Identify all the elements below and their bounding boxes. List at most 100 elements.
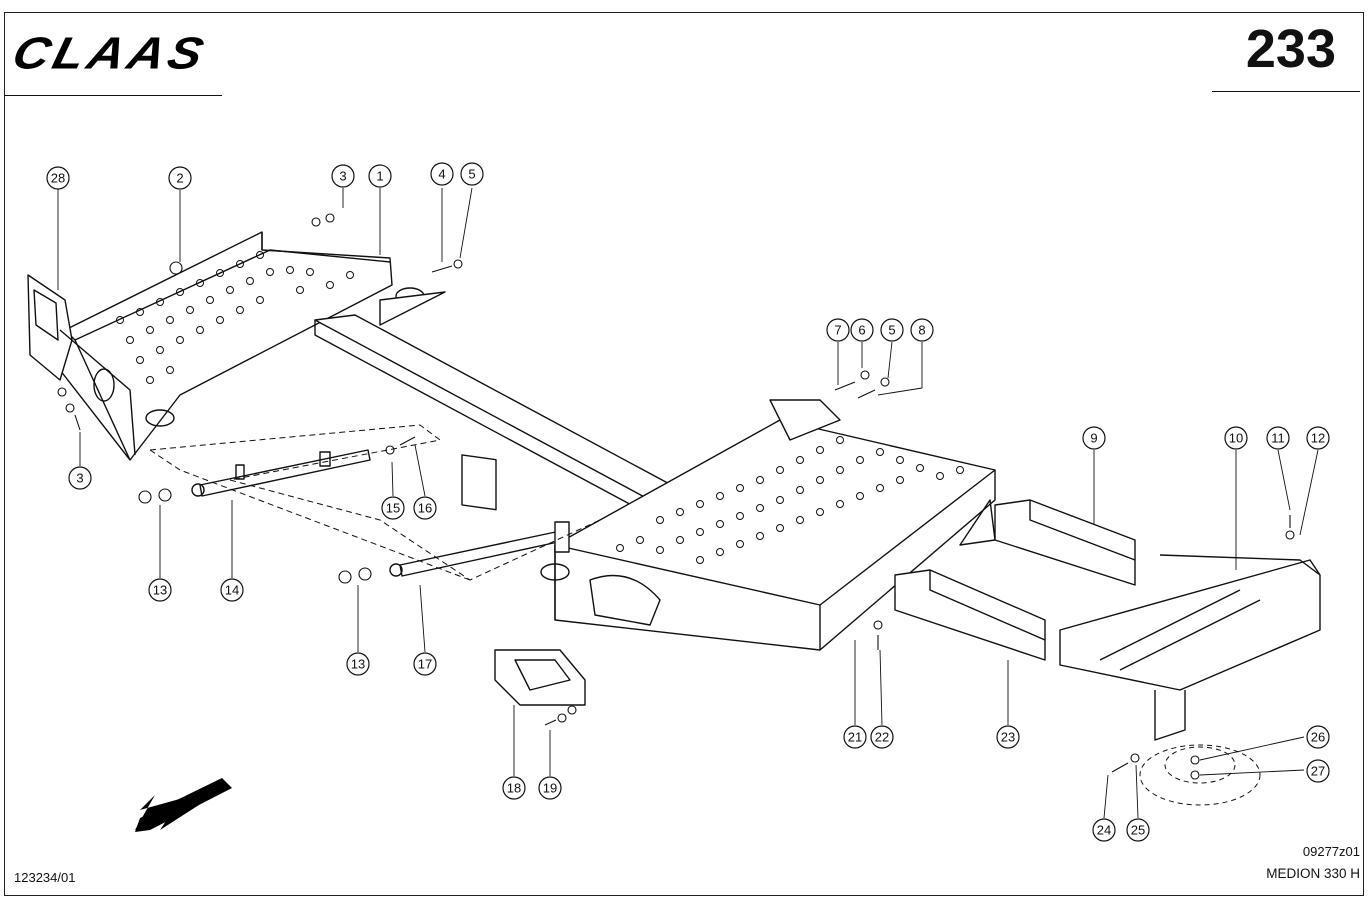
callout-label: 5: [888, 323, 895, 338]
drawing-frame: [4, 12, 1364, 896]
callout-15: 15: [381, 496, 405, 520]
callout-label: 27: [1311, 764, 1325, 779]
callout-circle: [1092, 818, 1116, 842]
callout-5: 5: [460, 162, 484, 186]
callout-label: 9: [1090, 431, 1097, 446]
model-name: MEDION 330 H: [1266, 866, 1360, 881]
callout-label: 3: [76, 471, 83, 486]
logo-underline: [4, 95, 222, 96]
callout-circle: [413, 496, 437, 520]
callout-label: 8: [918, 323, 925, 338]
callout-label: 13: [153, 583, 167, 598]
callout-circle: [910, 318, 934, 342]
callout-label: 28: [51, 171, 65, 186]
drawing-reference: 123234/01: [14, 870, 76, 885]
callout-26: 26: [1306, 725, 1330, 749]
callout-circle: [381, 496, 405, 520]
callout-circle: [826, 318, 850, 342]
callout-circle: [368, 164, 392, 188]
callout-17: 17: [413, 652, 437, 676]
callout-5: 5: [880, 318, 904, 342]
hidden-outline: [149, 424, 601, 581]
callout-11: 11: [1266, 426, 1290, 450]
callout-1: 1: [368, 164, 392, 188]
callout-label: 6: [858, 323, 865, 338]
callout-label: 15: [386, 501, 400, 516]
callout-circle: [1306, 725, 1330, 749]
frame-drawing: [27, 187, 1321, 819]
callout-circle: [1126, 818, 1150, 842]
callout-12: 12: [1306, 426, 1330, 450]
callout-label: 26: [1311, 730, 1325, 745]
callout-label: 2: [176, 171, 183, 186]
callout-label: 11: [1271, 431, 1285, 446]
callout-circle: [996, 725, 1020, 749]
callout-circle: [502, 776, 526, 800]
callout-25: 25: [1126, 818, 1150, 842]
callout-28: 28: [46, 166, 70, 190]
callout-label: 18: [507, 781, 521, 796]
callout-label: 7: [834, 323, 841, 338]
callout-circle: [346, 652, 370, 676]
callout-8: 8: [910, 318, 934, 342]
callout-circle: [168, 166, 192, 190]
callout-23: 23: [996, 725, 1020, 749]
callout-label: 5: [468, 167, 475, 182]
callout-14: 14: [220, 578, 244, 602]
callout-circle: [460, 162, 484, 186]
callout-label: 10: [1229, 431, 1243, 446]
callout-22: 22: [870, 725, 894, 749]
crossmember-upper: [994, 499, 1136, 586]
callout-18: 18: [502, 776, 526, 800]
figure-code: 09277z01: [1302, 844, 1360, 859]
callout-circle: [430, 162, 454, 186]
callout-circle: [68, 466, 92, 490]
callout-circle: [46, 166, 70, 190]
callout-circle: [1306, 759, 1330, 783]
callout-circle: [1224, 426, 1248, 450]
center-beam: [314, 314, 691, 516]
callout-label: 14: [225, 583, 239, 598]
right-plate-holes: [616, 436, 964, 564]
callout-2: 2: [168, 166, 192, 190]
callout-label: 25: [1131, 823, 1145, 838]
callout-label: 22: [875, 730, 889, 745]
tie-rod-upper: [191, 449, 371, 497]
callout-24: 24: [1092, 818, 1116, 842]
turntable-outline: [1139, 744, 1261, 806]
callout-circle: [870, 725, 894, 749]
callout-circle: [331, 164, 355, 188]
callout-7: 7: [826, 318, 850, 342]
callout-13: 13: [148, 578, 172, 602]
callout-circle: [850, 318, 874, 342]
callout-label: 1: [376, 169, 383, 184]
fasteners: [57, 213, 1295, 780]
callout-label: 19: [543, 781, 557, 796]
right-frame-plate: [540, 399, 996, 651]
callout-label: 12: [1311, 431, 1325, 446]
page-number: 233: [1245, 19, 1336, 79]
callout-circle: [148, 578, 172, 602]
bracket-plate: [494, 649, 586, 706]
direction-arrow-icon: [135, 778, 232, 832]
callout-16: 16: [413, 496, 437, 520]
page-number-underline: [1212, 91, 1360, 92]
callout-circle: [220, 578, 244, 602]
callout-label: 16: [418, 501, 432, 516]
rear-frame: [1059, 554, 1321, 741]
callout-label: 24: [1097, 823, 1111, 838]
callout-label: 17: [418, 657, 432, 672]
callout-6: 6: [850, 318, 874, 342]
callout-label: 4: [438, 167, 445, 182]
callout-27: 27: [1306, 759, 1330, 783]
callout-21: 21: [843, 725, 867, 749]
crossmember-lower: [894, 569, 1046, 661]
callout-10: 10: [1224, 426, 1248, 450]
callout-9: 9: [1082, 426, 1106, 450]
callout-13: 13: [346, 652, 370, 676]
callout-19: 19: [538, 776, 562, 800]
callout-label: 21: [848, 730, 862, 745]
callout-label: 3: [339, 169, 346, 184]
